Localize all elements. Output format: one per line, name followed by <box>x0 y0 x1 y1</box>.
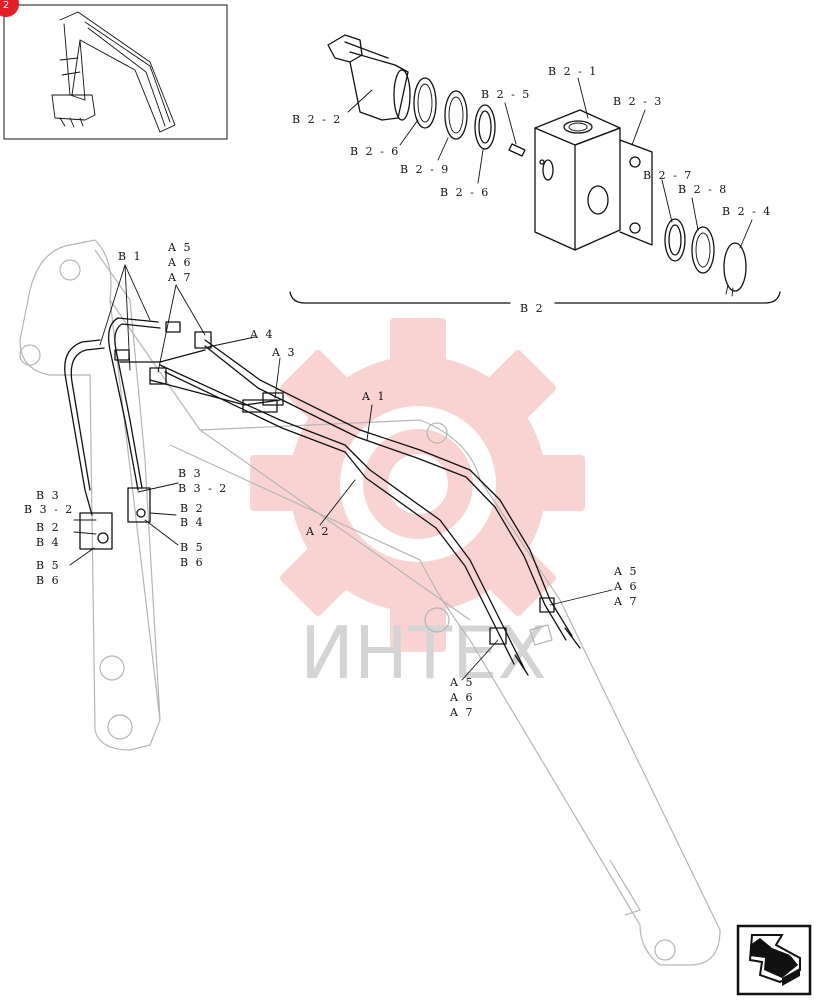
clamp-a4 <box>149 331 212 385</box>
label-a7-right: A 7 <box>613 595 638 608</box>
group-bracket-b2 <box>289 291 781 304</box>
label-b4-mid: B 4 <box>180 516 205 529</box>
label-a4: A 4 <box>249 328 274 341</box>
label-b1: B 1 <box>118 250 143 263</box>
label-a6-top: A 6 <box>167 256 192 269</box>
part-b2-8-ring <box>691 226 715 274</box>
label-a5-top: A 5 <box>167 241 192 254</box>
part-b2-2-sleeve <box>327 34 411 121</box>
label-a5-right: A 5 <box>613 565 638 578</box>
part-b2-6-ring-2 <box>474 104 496 150</box>
thumbnail-overview <box>3 4 228 140</box>
part-b2-9-ring <box>444 90 468 140</box>
label-b4-left: B 4 <box>36 536 61 549</box>
label-b2-4: B 2 - 4 <box>722 205 772 218</box>
valve-block-mid <box>127 487 151 523</box>
label-a5-bottom: A 5 <box>449 676 474 689</box>
label-a7-bottom: A 7 <box>449 706 474 719</box>
label-b2-6-first: B 2 - 6 <box>350 145 400 158</box>
label-b2-9: B 2 - 9 <box>400 163 450 176</box>
label-b5-left: B 5 <box>36 559 61 572</box>
label-b2-3: B 2 - 3 <box>613 95 663 108</box>
label-b3-2-mid: B 3 - 2 <box>178 482 228 495</box>
watermark-text: ИНТЕХ <box>300 611 547 695</box>
fitting-a5-bottom <box>489 627 529 676</box>
clamp-a3 <box>242 392 284 413</box>
label-b3-left: B 3 <box>36 489 61 502</box>
watermark-gear-icon <box>250 318 585 652</box>
return-arrow-icon <box>748 934 801 986</box>
label-b3-2-left: B 3 - 2 <box>24 503 74 516</box>
page-badge <box>0 0 19 17</box>
label-b6-mid: B 6 <box>180 556 205 569</box>
label-b6-left: B 6 <box>36 574 61 587</box>
label-a6-right: A 6 <box>613 580 638 593</box>
label-a6-bottom: A 6 <box>449 691 474 704</box>
leader-lines <box>69 77 753 681</box>
label-b2-2: B 2 - 2 <box>292 113 342 126</box>
page-badge-label: 2 <box>3 0 9 11</box>
label-b2-1: B 2 - 1 <box>548 65 598 78</box>
hydraulic-lines <box>64 317 573 671</box>
part-b2-1-block <box>534 109 621 251</box>
label-a1: A 1 <box>361 390 386 403</box>
valve-block-left <box>79 512 113 550</box>
label-b2-8: B 2 - 8 <box>678 183 728 196</box>
label-b5-mid: B 5 <box>180 541 205 554</box>
label-b2-7: B 2 - 7 <box>643 169 693 182</box>
detail-b2 <box>289 34 781 304</box>
label-b2-group: B 2 <box>520 302 545 315</box>
label-a3: A 3 <box>271 346 296 359</box>
label-b2-left: B 2 <box>36 521 61 534</box>
label-b2-6-second: B 2 - 6 <box>440 186 490 199</box>
boom-outline <box>19 239 721 966</box>
part-b2-4-circlip <box>723 242 747 297</box>
label-a7-top: A 7 <box>167 271 192 284</box>
label-b2-5: B 2 - 5 <box>481 88 531 101</box>
part-b2-7-ring <box>664 218 686 262</box>
fitting-a5-right <box>539 597 581 649</box>
label-b3-mid: B 3 <box>178 467 203 480</box>
part-b2-6-ring <box>413 77 437 129</box>
part-b2-5-pin <box>508 143 526 157</box>
label-a2: A 2 <box>305 525 330 538</box>
return-arrow-button[interactable] <box>736 924 812 996</box>
label-b2-mid: B 2 <box>180 502 205 515</box>
part-b2-3-plate <box>619 139 653 246</box>
